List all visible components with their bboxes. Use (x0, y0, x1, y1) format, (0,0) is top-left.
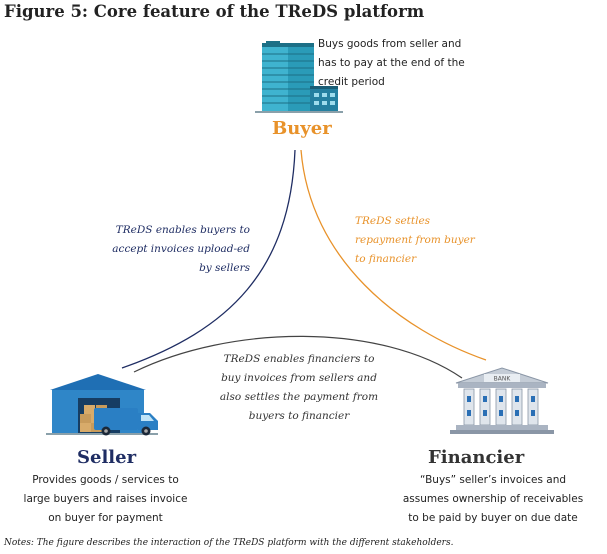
bank-building-icon (450, 367, 554, 434)
delivery-truck-icon (94, 408, 158, 436)
buyer-description: Buys goods from seller and has to pay at… (318, 38, 465, 88)
bank-sign: BANK (494, 376, 512, 383)
financier-description: “Buys” seller’s invoices and assumes own… (402, 474, 584, 524)
buyer-financier-flow-note: TReDS settles repayment from buyer to fi… (355, 215, 475, 265)
seller-financier-flow-note: TReDS enables financiers to buy invoices… (219, 353, 379, 422)
buyer-financier-connector (300, 149, 487, 361)
seller-description: Provides goods / services to large buyer… (23, 474, 188, 524)
seller-financier-connector (133, 335, 463, 379)
seller-label: Seller (77, 447, 137, 468)
buyer-seller-connector (121, 149, 296, 369)
financier-label: Financier (428, 447, 525, 468)
figure-footnote: Notes: The figure describes the interact… (4, 538, 454, 548)
buyer-label: Buyer (272, 118, 332, 139)
figure-title: Figure 5: Core feature of the TReDS plat… (4, 2, 425, 21)
buyer-building-icon (255, 41, 343, 113)
buyer-seller-flow-note: TReDS enables buyers to accept invoices … (112, 224, 250, 274)
